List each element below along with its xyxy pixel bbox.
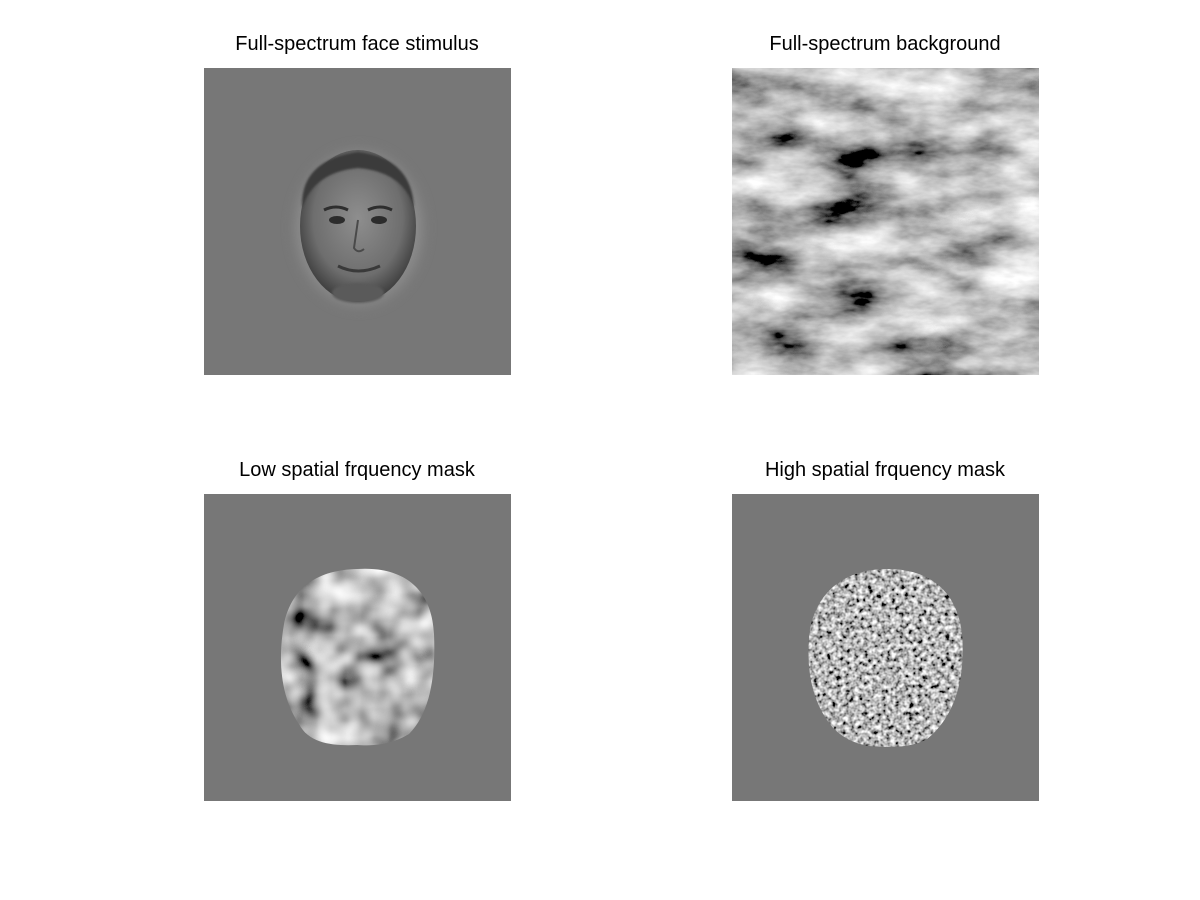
panel-title-background: Full-spectrum background bbox=[769, 33, 1001, 55]
face-stimulus-image bbox=[204, 68, 511, 375]
panel-title-low-sf: Low spatial frquency mask bbox=[239, 459, 475, 481]
panel-title-face: Full-spectrum face stimulus bbox=[235, 33, 479, 55]
high-sf-mask-image bbox=[732, 494, 1039, 801]
low-sf-mask-image bbox=[204, 494, 511, 801]
panel-title-high-sf: High spatial frquency mask bbox=[764, 459, 1006, 481]
background-noise-image bbox=[732, 68, 1039, 375]
